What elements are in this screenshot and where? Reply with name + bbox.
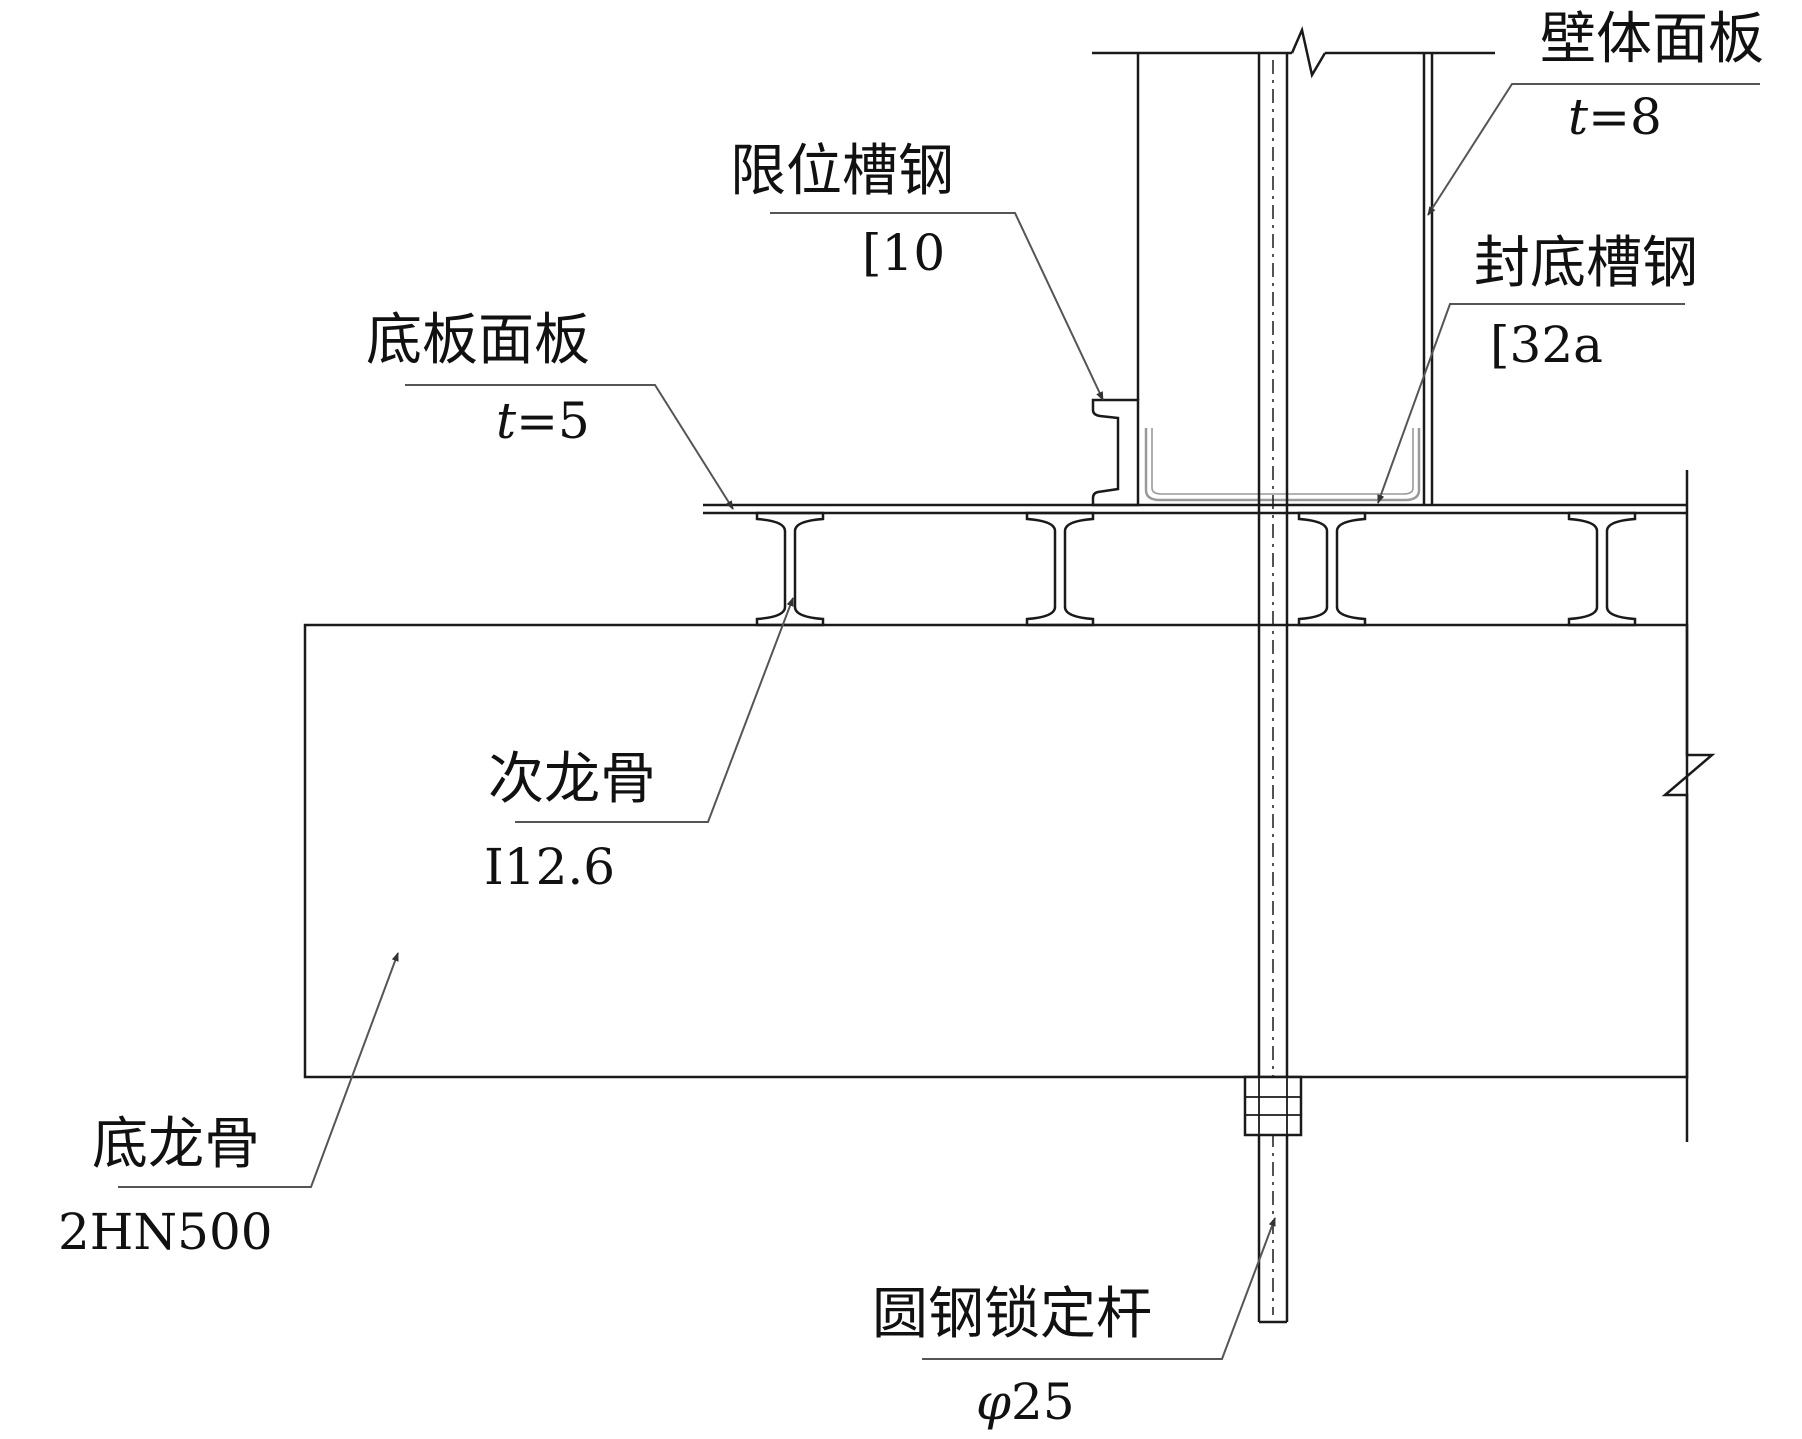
seal-channel-spec: [32a — [1490, 316, 1603, 374]
leader-locking-rod — [922, 1217, 1276, 1360]
secondary-keel-spec: I12.6 — [484, 838, 615, 896]
locking-rod-name: 圆钢锁定杆 — [872, 1282, 1152, 1347]
secondary-keel-ibeam-1 — [755, 511, 825, 627]
leader-bottom-keel — [118, 952, 399, 1188]
bottom-panel-name: 底板面板 — [366, 308, 590, 373]
secondary-keel-name: 次龙骨 — [488, 747, 656, 812]
label-locking-rod: 圆钢锁定杆 φ25 — [872, 1282, 1152, 1431]
seal-channel-shape — [1144, 428, 1421, 502]
seal-channel-inner — [1151, 428, 1414, 495]
bottom-keel-name: 底龙骨 — [92, 1112, 260, 1177]
leader-limit-channel — [770, 212, 1104, 401]
label-wall-panel: 壁体面板 t=8 — [1540, 7, 1764, 146]
seal-channel-name: 封底槽钢 — [1474, 231, 1698, 296]
locking-rod-diameter: φ25 — [976, 1373, 1075, 1431]
limit-channel-shape — [1091, 398, 1140, 507]
label-limit-channel: 限位槽钢 [10 — [730, 139, 954, 282]
wall-panel-name: 壁体面板 — [1540, 7, 1764, 72]
secondary-keel-ibeam-3 — [1297, 511, 1367, 627]
limit-channel-name: 限位槽钢 — [730, 139, 954, 204]
label-secondary-keel: 次龙骨 I12.6 — [484, 747, 656, 896]
bottom-panel-plate — [703, 503, 1687, 515]
leader-wall-panel — [1427, 83, 1760, 216]
secondary-keel-ibeams — [755, 511, 1637, 627]
leader-bottom-panel — [405, 384, 734, 510]
label-bottom-keel: 底龙骨 2HN500 — [58, 1112, 273, 1261]
limit-channel-spec: [10 — [862, 224, 945, 282]
wall-panel-thickness: t=8 — [1568, 88, 1662, 146]
leader-seal-channel — [1377, 303, 1685, 504]
secondary-keel-ibeam-2 — [1025, 511, 1095, 627]
leader-secondary-keel — [515, 597, 794, 823]
secondary-keel-ibeam-4 — [1567, 511, 1637, 627]
label-seal-channel: 封底槽钢 [32a — [1474, 231, 1698, 374]
label-bottom-panel: 底板面板 t=5 — [366, 308, 590, 450]
bottom-keel-spec: 2HN500 — [58, 1203, 273, 1261]
right-break-line — [1661, 470, 1716, 1142]
bottom-panel-thickness: t=5 — [496, 392, 590, 450]
rod-nut — [1243, 1075, 1303, 1137]
leader-lines — [118, 83, 1760, 1360]
